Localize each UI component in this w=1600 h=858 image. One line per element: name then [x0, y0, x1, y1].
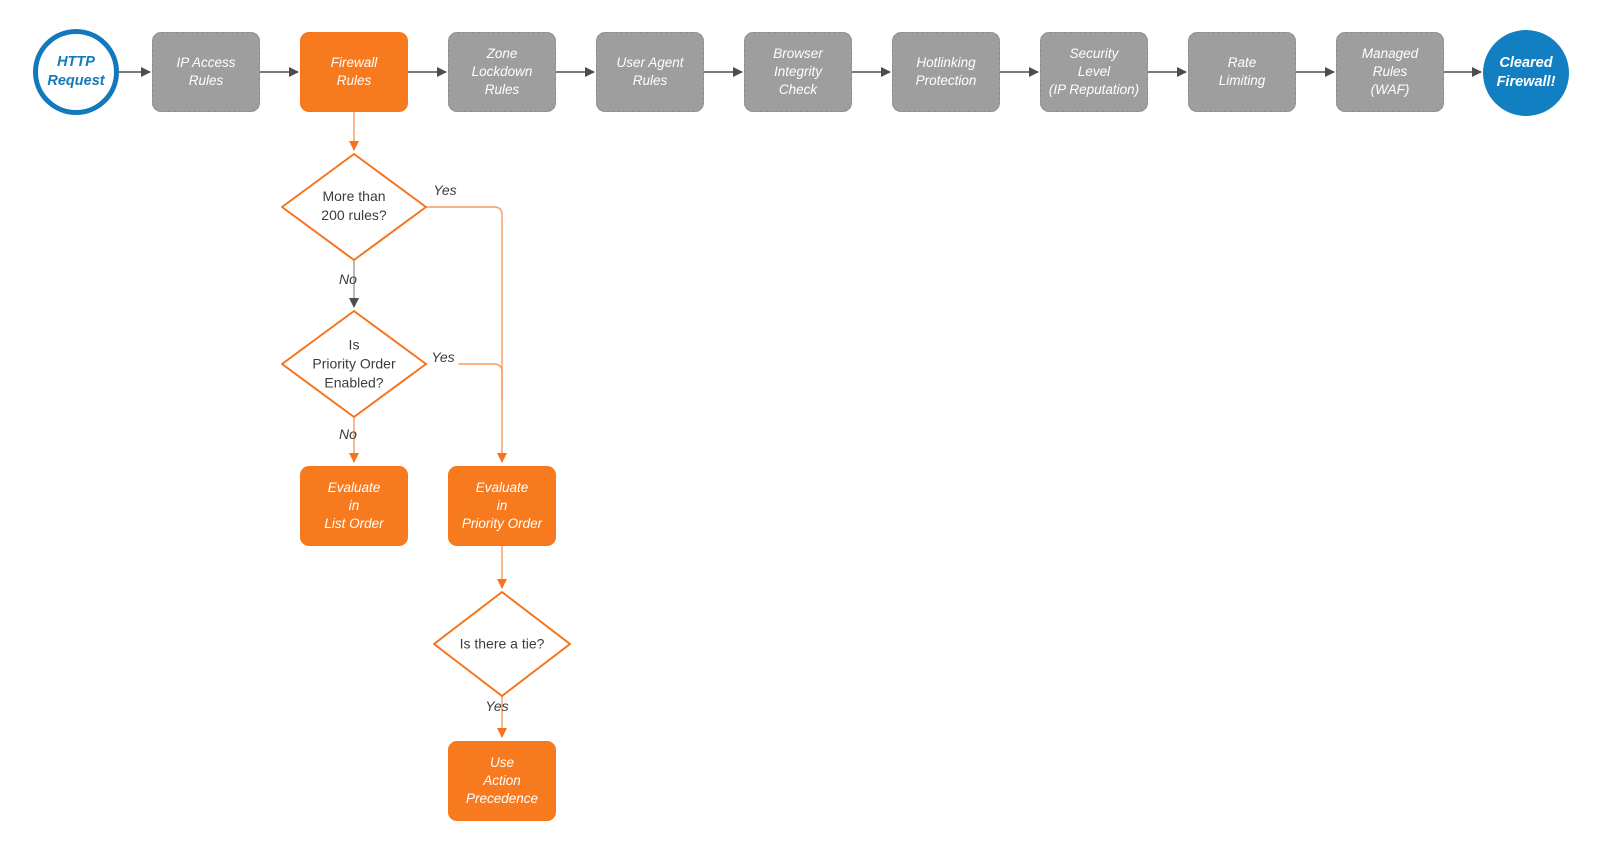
action-label: Use Action Precedence	[465, 755, 539, 806]
decision-priority-enabled-diamond	[281, 310, 427, 418]
step-firewall-rules: Firewall Rules	[300, 32, 408, 112]
action-evaluate-priority-order: Evaluate in Priority Order	[448, 466, 556, 546]
edge-yes-more-than-200	[426, 206, 507, 463]
decision-more-than-200-diamond	[281, 153, 427, 261]
step-zone-lockdown-rules: Zone Lockdown Rules	[448, 32, 556, 112]
decision-tie-diamond	[433, 591, 571, 697]
action-label: Evaluate in List Order	[324, 480, 384, 531]
step-ip-access-rules: IP Access Rules	[152, 32, 260, 112]
end-node-cleared-firewall: Cleared Firewall!	[1483, 30, 1569, 116]
step-security-level: Security Level (IP Reputation)	[1040, 32, 1148, 112]
step-hotlinking-protection: Hotlinking Protection	[892, 32, 1000, 112]
step-label: Managed Rules (WAF)	[1361, 46, 1419, 97]
step-label: User Agent Rules	[616, 55, 684, 88]
edge-yes-priority-enabled	[426, 363, 503, 400]
step-label: Security Level (IP Reputation)	[1048, 46, 1140, 97]
step-label: Zone Lockdown Rules	[471, 46, 533, 97]
start-node-label: HTTP Request	[47, 54, 105, 89]
step-label: IP Access Rules	[176, 55, 236, 88]
step-label: Rate Limiting	[1218, 55, 1266, 88]
step-rate-limiting: Rate Limiting	[1188, 32, 1296, 112]
action-evaluate-list-order: Evaluate in List Order	[300, 466, 408, 546]
action-use-action-precedence: Use Action Precedence	[448, 741, 556, 821]
action-label: Evaluate in Priority Order	[461, 480, 543, 531]
step-managed-rules-waf: Managed Rules (WAF)	[1336, 32, 1444, 112]
start-node-http-request: HTTP Request	[33, 29, 119, 115]
step-user-agent-rules: User Agent Rules	[596, 32, 704, 112]
end-node-label: Cleared Firewall!	[1496, 55, 1556, 90]
step-label: Browser Integrity Check	[773, 46, 823, 97]
step-browser-integrity-check: Browser Integrity Check	[744, 32, 852, 112]
step-label: Hotlinking Protection	[915, 55, 977, 88]
step-label: Firewall Rules	[330, 55, 378, 88]
